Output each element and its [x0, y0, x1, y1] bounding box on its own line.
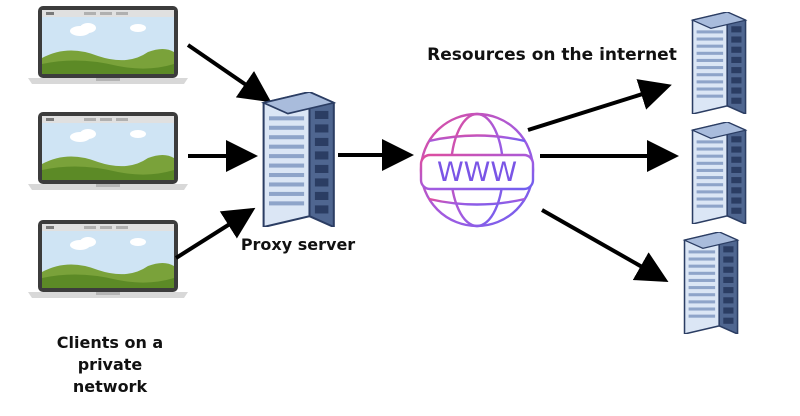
proxy-server-icon [262, 92, 335, 227]
resource-server-3 [683, 232, 739, 334]
clients-label-line-1: Clients on a [57, 333, 163, 352]
globe-www-label: WWW [437, 157, 517, 188]
clients-label-line-3: network [73, 377, 148, 396]
arrow-internet-to-resource-3 [541, 208, 669, 282]
client-laptop-1 [28, 6, 188, 84]
arrow-client-3-to-proxy [174, 207, 256, 260]
client-laptop-2 [28, 112, 188, 190]
resource-arrows [527, 79, 679, 282]
proxy-server-label: Proxy server [241, 235, 355, 254]
client-laptop-3 [28, 220, 188, 298]
resources-label: Resources on the internet [427, 45, 677, 65]
resource-server-1 [691, 12, 747, 114]
resource-server-2 [691, 122, 747, 224]
client-arrows [174, 43, 272, 260]
globe-www-icon [419, 112, 535, 228]
arrow-internet-to-resource-1 [527, 79, 672, 132]
clients-label-line-2: private [78, 355, 143, 374]
arrow-client-1-to-proxy [186, 43, 272, 103]
